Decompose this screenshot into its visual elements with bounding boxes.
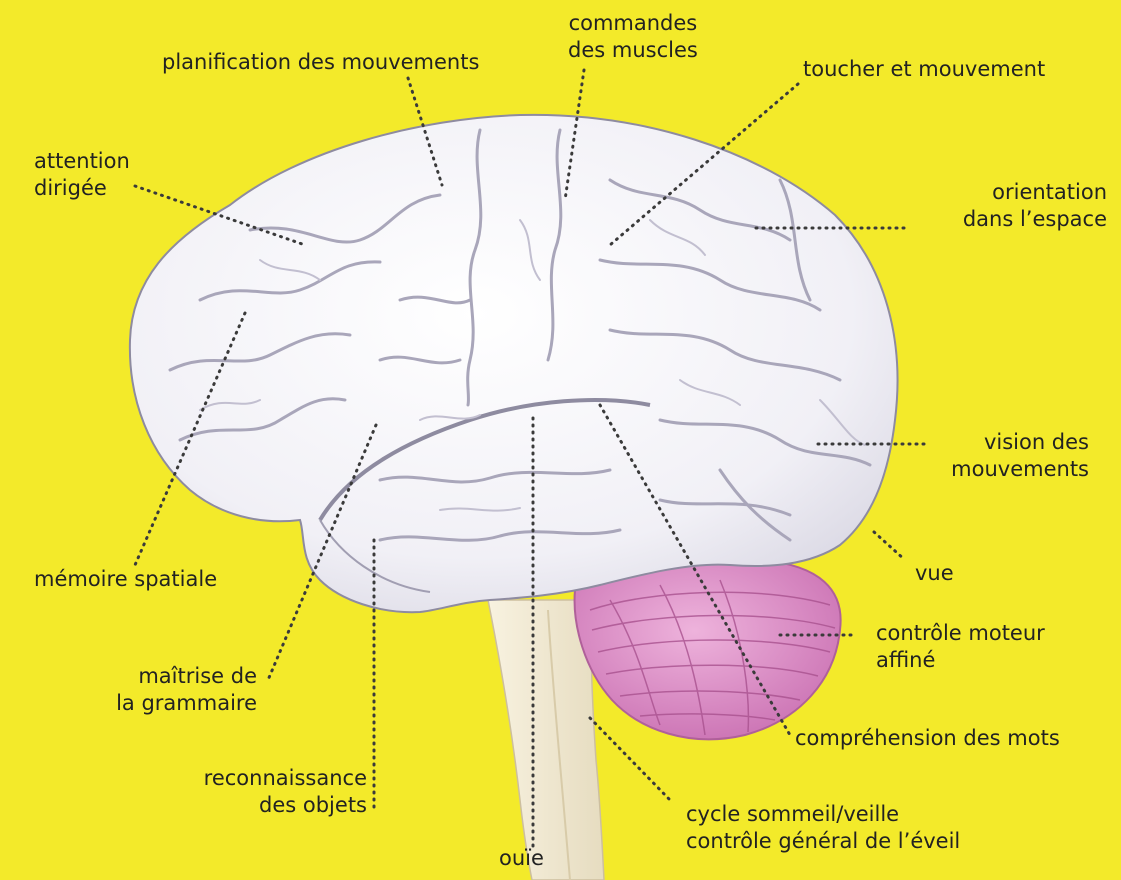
label-orientation: orientation dans l’espace <box>963 179 1107 233</box>
label-commandes-muscles: commandes des muscles <box>568 10 698 64</box>
leader-vue <box>874 532 905 560</box>
label-reconnaissance: reconnaissance des objets <box>204 765 367 819</box>
label-ouie: ouïe <box>499 845 544 872</box>
label-comprehension: compréhension des mots <box>795 725 1060 752</box>
cerebellum <box>575 559 841 740</box>
label-sommeil: cycle sommeil/veille contrôle général de… <box>686 801 960 855</box>
cerebrum <box>130 115 898 612</box>
label-attention: attention dirigée <box>34 148 130 202</box>
label-controle-moteur: contrôle moteur affiné <box>876 620 1045 674</box>
label-memoire: mémoire spatiale <box>34 566 217 593</box>
label-vision: vision des mouvements <box>951 429 1089 483</box>
label-planification: planification des mouvements <box>162 49 479 76</box>
label-toucher: toucher et mouvement <box>803 56 1045 83</box>
label-grammaire: maîtrise de la grammaire <box>116 663 257 717</box>
label-vue: vue <box>915 560 954 587</box>
